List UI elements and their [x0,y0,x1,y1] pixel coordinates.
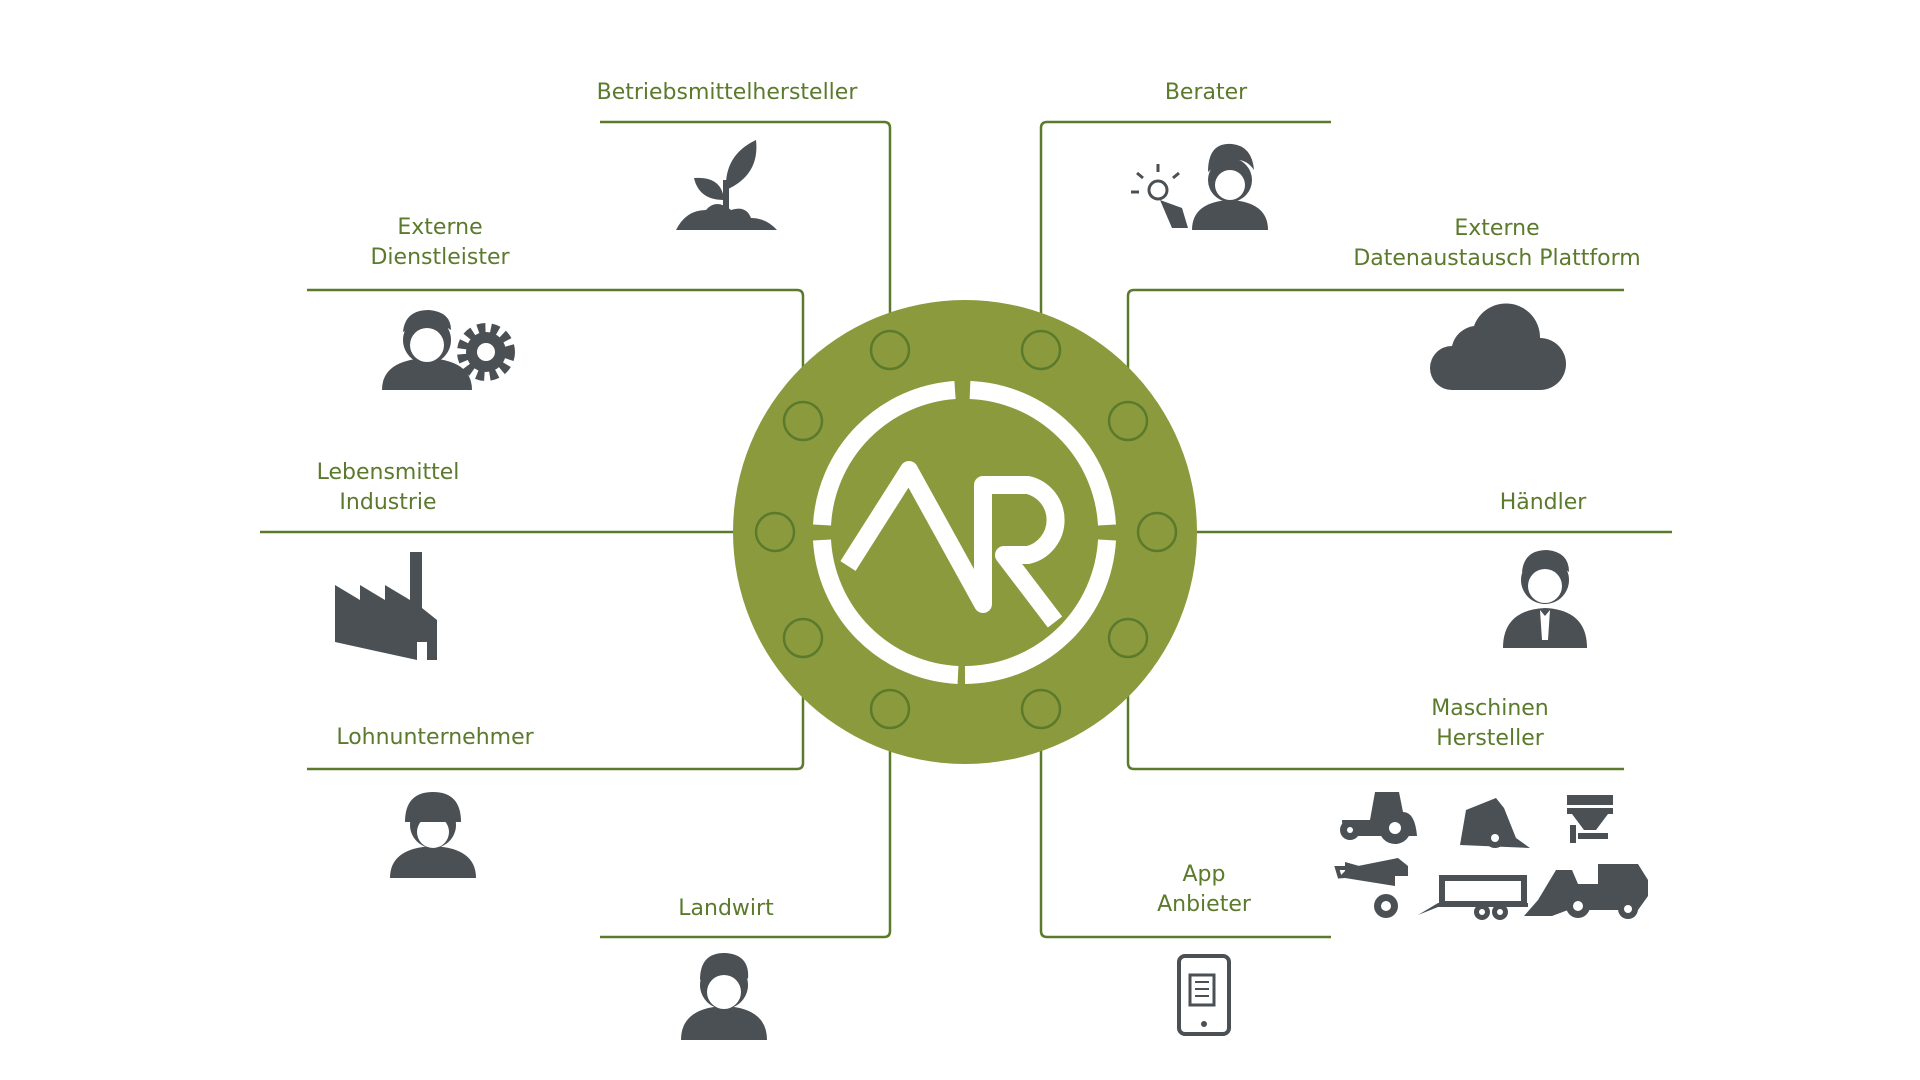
label-betriebsmittelhersteller: Betriebsmittelhersteller [597,78,858,108]
businessman-icon [1503,550,1587,648]
forage-wagon-icon [1418,875,1528,920]
node [1107,617,1149,659]
label-line: Lebensmittel [316,460,460,485]
sprayer-icon [1334,858,1409,918]
node [782,617,824,659]
node [1020,688,1062,730]
farmer-icon [681,952,767,1040]
connector-berater [1039,120,1331,331]
node [1107,400,1149,442]
label-line: Datenaustausch Plattform [1353,246,1641,271]
node [1136,511,1178,553]
label-line: App [1182,862,1226,887]
connectors [260,120,1672,939]
label-line: Landwirt [678,896,774,921]
label-haendler: Händler [1500,488,1587,518]
connector-lohnunternehmer [307,657,805,771]
connector-nodes [754,329,1178,730]
hub-circle [733,300,1197,764]
label-berater: Berater [1165,78,1247,108]
label-line: Händler [1499,490,1587,515]
person-gear-icon [382,310,515,390]
node [782,400,824,442]
connector-landwirt [600,728,892,939]
label-line: Dienstleister [370,245,510,270]
tablet-app-icon [1177,954,1231,1036]
combine-harvester-icon [1524,864,1648,919]
node [754,511,796,553]
label-line: Anbieter [1157,892,1251,917]
label-line: Externe [397,215,483,240]
advisor-idea-icon [1131,143,1268,230]
label-lohnunternehmer: Lohnunternehmer [336,723,533,753]
worker-helmet-icon [390,792,476,878]
node [1020,329,1062,371]
label-line: Lohnunternehmer [336,725,534,750]
label-line: Externe [1454,216,1540,241]
node [869,329,911,371]
label-line: Berater [1164,80,1248,105]
node [869,688,911,730]
farm-machines-icon [1334,792,1648,920]
connector-betriebsmittelhersteller [600,120,892,331]
connector-app-anbieter [1039,728,1331,939]
ar-cycle-logo [813,381,1116,684]
label-line: Hersteller [1436,726,1544,751]
label-line: Betriebsmittelhersteller [596,80,858,105]
cloud-icon [1430,303,1566,390]
label-line: Industrie [339,490,437,515]
connector-externe-datenaustausch [1126,288,1624,402]
connector-externe-dienstleister [307,288,805,402]
label-line: Maschinen [1431,696,1549,721]
plant-sprout-icon [676,140,777,230]
tractor-icon [1340,792,1417,844]
connector-maschinen [1126,657,1624,771]
planter-icon [1460,798,1530,848]
label-landwirt: Landwirt [678,894,773,924]
factory-icon [335,552,437,660]
spreader-icon [1567,795,1613,843]
